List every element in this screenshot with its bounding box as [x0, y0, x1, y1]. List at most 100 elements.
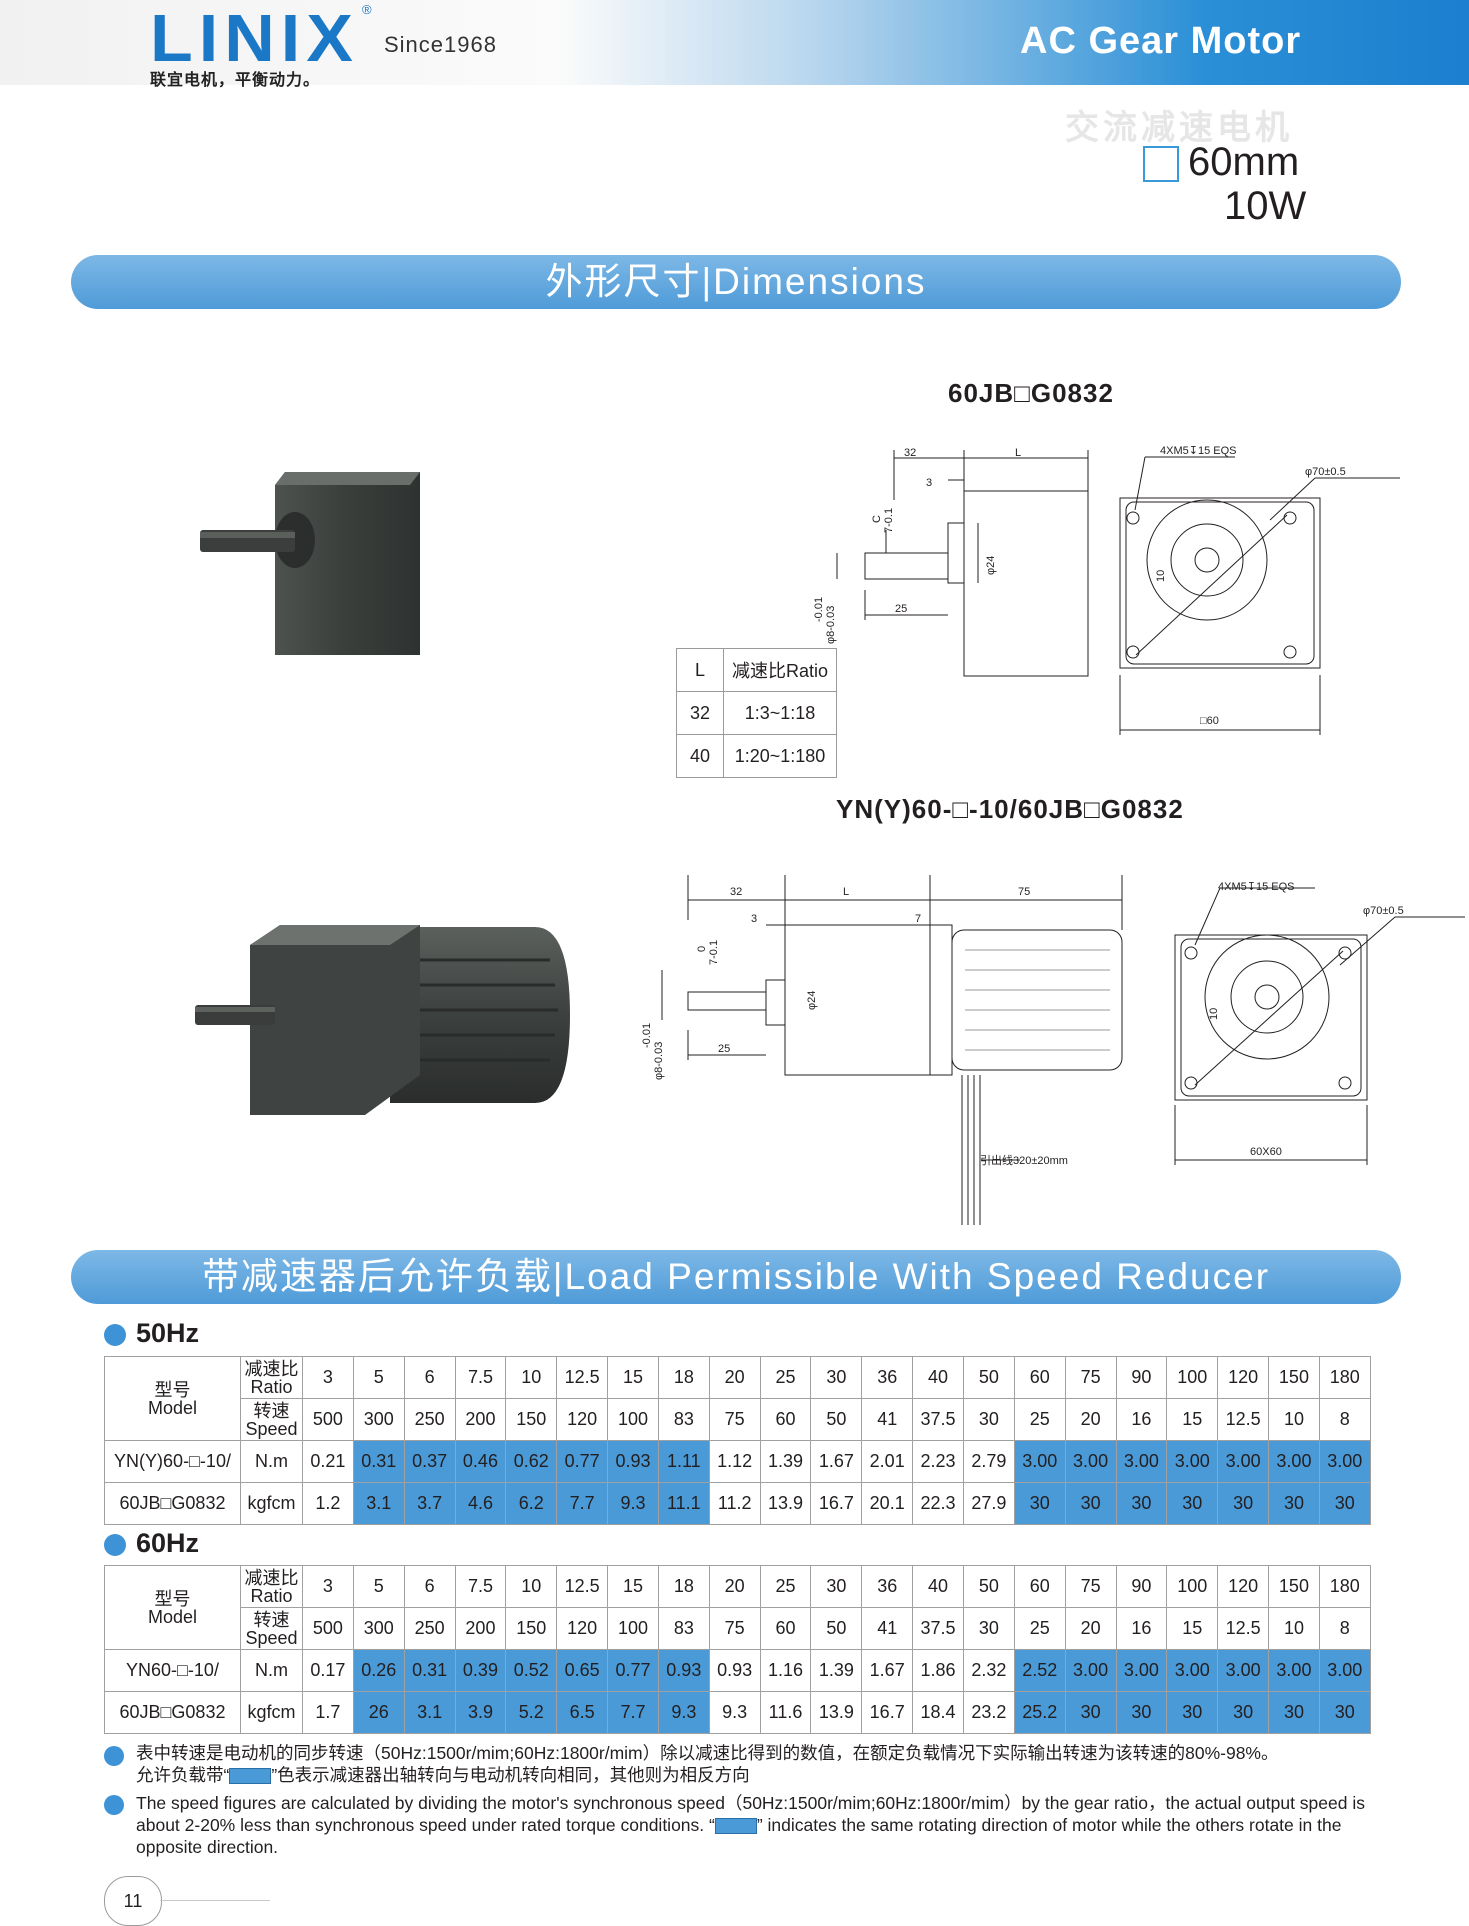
value-cell: 6.5: [556, 1691, 609, 1734]
ratio-header: 减速比 Ratio: [240, 1356, 303, 1399]
value-cell: 1.39: [759, 1440, 812, 1483]
dim2-0: 0: [696, 946, 708, 952]
value-cell: 16: [1115, 1607, 1168, 1650]
frame-size: 60mm: [1188, 140, 1300, 184]
ratio-header: 减速比 Ratio: [240, 1565, 303, 1608]
value-cell: 3.00: [1064, 1440, 1117, 1483]
dim-square60: □60: [1200, 715, 1219, 727]
dim2-6060: 60X60: [1250, 1146, 1282, 1158]
dim2-7: 7: [915, 913, 921, 925]
gearbox-photo: [200, 472, 420, 655]
value-cell: 15: [607, 1565, 659, 1608]
value-cell: 30: [1217, 1482, 1270, 1525]
value-cell: 1.39: [810, 1649, 863, 1692]
value-cell: 16.7: [861, 1691, 914, 1734]
value-cell: 10: [505, 1565, 558, 1608]
value-cell: 50: [810, 1607, 863, 1650]
model-cell: YN(Y)60-□-10/: [104, 1440, 241, 1483]
model-cell: YN60-□-10/: [104, 1649, 241, 1692]
value-cell: 90: [1115, 1356, 1168, 1399]
product-title: AC Gear Motor: [1020, 20, 1302, 62]
value-cell: 150: [505, 1398, 558, 1441]
value-cell: 36: [861, 1565, 914, 1608]
value-cell: 1.16: [759, 1649, 812, 1692]
value-cell: 3.00: [1318, 1440, 1371, 1483]
value-cell: 20: [708, 1356, 761, 1399]
value-cell: 100: [1166, 1565, 1219, 1608]
value-cell: 12.5: [1217, 1607, 1270, 1650]
speed-header-en: Speed: [245, 1418, 298, 1439]
since-text: Since1968: [384, 32, 497, 57]
value-cell: 30: [1064, 1482, 1117, 1525]
value-cell: 0.93: [657, 1649, 710, 1692]
value-cell: 30: [1268, 1691, 1320, 1734]
value-cell: 30: [1217, 1691, 1270, 1734]
ratio-table-cell: 1:20~1:180: [723, 734, 837, 778]
value-cell: 30: [810, 1356, 863, 1399]
value-cell: 3.00: [1115, 1440, 1168, 1483]
speed-header-cn: 转速: [253, 1609, 290, 1630]
dim2-phi24: φ24: [806, 991, 818, 1010]
speed-header-cn: 转速: [253, 1400, 290, 1421]
model-header-cn: 型号: [154, 1379, 191, 1400]
value-cell: 7.7: [556, 1482, 609, 1525]
drawing2-side-view: 32 L 75 3 7 25 φ24 0 7-0.1 -0.01 φ8-0.03…: [641, 875, 1123, 1225]
note-en: The speed figures are calculated by divi…: [136, 1792, 1398, 1858]
value-cell: 0.93: [708, 1649, 761, 1692]
bullet-icon: [104, 1534, 126, 1556]
value-cell: 20.1: [861, 1482, 914, 1525]
value-cell: 30: [962, 1607, 1015, 1650]
drawing2-front-view: 4XM5↧15 EQS φ70±0.5 10 60X60: [1174, 881, 1465, 1165]
value-cell: 60: [759, 1607, 812, 1650]
value-cell: 150: [1268, 1356, 1320, 1399]
note-cn-line1: 表中转速是电动机的同步转速（50Hz:1500r/mim;60Hz:1800r/…: [136, 1743, 1279, 1763]
value-cell: 3.00: [1268, 1649, 1320, 1692]
power-rating: 10W: [1224, 184, 1307, 228]
value-cell: 25: [759, 1565, 812, 1608]
value-cell: 36: [861, 1356, 914, 1399]
speed-header: 转速 Speed: [240, 1607, 303, 1650]
value-cell: 30: [1268, 1482, 1320, 1525]
value-cell: 150: [1268, 1565, 1320, 1608]
dim2-tol1: -0.01: [641, 1023, 653, 1048]
value-cell: 25: [1013, 1398, 1066, 1441]
value-cell: 200: [454, 1398, 507, 1441]
bullet-icon: [104, 1324, 126, 1346]
value-cell: 2.79: [962, 1440, 1015, 1483]
dim2-L: L: [843, 886, 849, 898]
value-cell: 1.67: [861, 1649, 914, 1692]
value-cell: 30: [1115, 1691, 1168, 1734]
value-cell: 30: [1064, 1691, 1117, 1734]
value-cell: 60: [759, 1398, 812, 1441]
value-cell: 0.39: [454, 1649, 507, 1692]
unit-cell: N.m: [240, 1649, 303, 1692]
model-header-en: Model: [147, 1606, 198, 1627]
value-cell: 3: [302, 1356, 354, 1399]
value-cell: 120: [556, 1398, 609, 1441]
model-header: 型号 Model: [104, 1565, 241, 1650]
value-cell: 0.37: [403, 1440, 456, 1483]
note-cn-line2b: ”色表示减速器出轴转向与电动机转向相同，其他则为相反方向: [271, 1765, 750, 1785]
value-cell: 75: [708, 1607, 761, 1650]
value-cell: 180: [1318, 1356, 1371, 1399]
value-cell: 150: [505, 1607, 558, 1650]
value-cell: 10: [1268, 1398, 1320, 1441]
value-cell: 1.11: [657, 1440, 710, 1483]
model-cell: 60JB□G0832: [104, 1482, 241, 1525]
value-cell: 50: [962, 1356, 1015, 1399]
value-cell: 1.2: [302, 1482, 354, 1525]
value-cell: 83: [657, 1398, 710, 1441]
highlight-swatch: [714, 1818, 757, 1835]
hz50-title: 50Hz: [136, 1318, 200, 1348]
value-cell: 0.46: [454, 1440, 507, 1483]
value-cell: 50: [962, 1565, 1015, 1608]
table-row: 40 1:20~1:180: [676, 734, 837, 778]
value-cell: 7.5: [454, 1565, 507, 1608]
value-cell: 11.6: [759, 1691, 812, 1734]
value-cell: 3.1: [352, 1482, 405, 1525]
value-cell: 75: [708, 1398, 761, 1441]
